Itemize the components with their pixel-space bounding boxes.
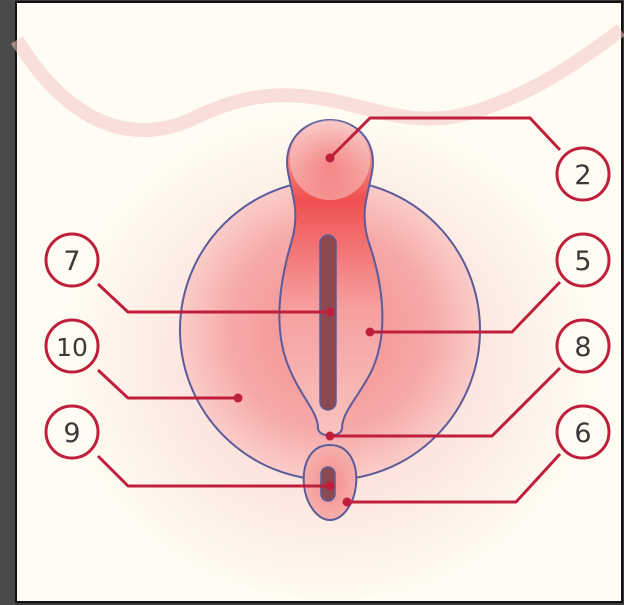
label-8-text: 8	[574, 332, 591, 363]
label-10-text: 10	[56, 333, 88, 362]
label-7-text: 7	[63, 246, 80, 277]
dot-8	[326, 432, 335, 441]
label-2: 2	[557, 148, 609, 200]
label-6-text: 6	[574, 418, 591, 449]
dot-10	[234, 394, 243, 403]
central-slit	[320, 235, 336, 410]
label-10: 10	[46, 320, 98, 372]
dot-2	[326, 154, 335, 163]
dot-5	[366, 328, 375, 337]
dot-9	[326, 482, 335, 491]
label-9: 9	[46, 406, 98, 458]
dot-7	[326, 308, 335, 317]
label-5: 5	[557, 234, 609, 286]
left-edge-strip	[0, 0, 16, 605]
label-9-text: 9	[63, 418, 80, 449]
label-2-text: 2	[574, 160, 591, 191]
label-7: 7	[46, 234, 98, 286]
label-5-text: 5	[574, 246, 591, 277]
label-6: 6	[557, 406, 609, 458]
label-8: 8	[557, 320, 609, 372]
dot-6	[343, 498, 352, 507]
